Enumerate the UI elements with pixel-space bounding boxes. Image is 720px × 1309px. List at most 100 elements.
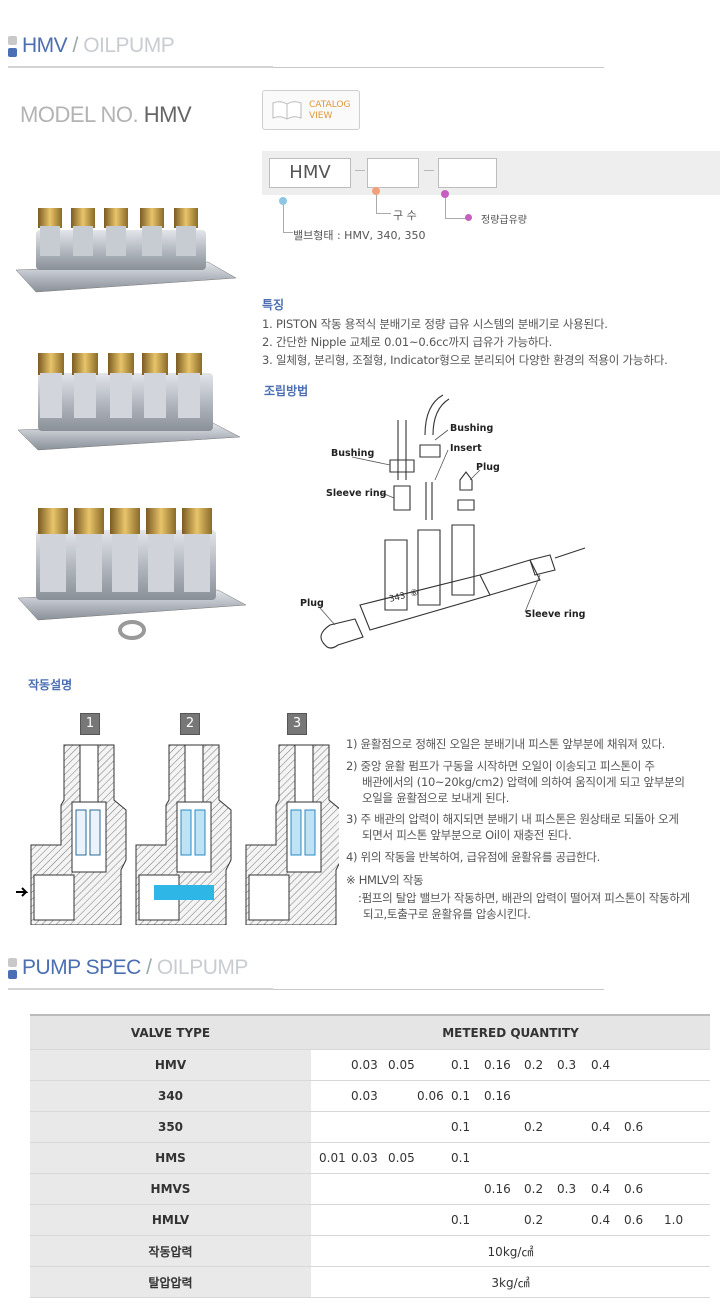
row-type: 탈압압력 (30, 1266, 311, 1298)
operation-line: 배관에서의 (10~20kg/cm2) 압력에 의하여 움직이게 되고 앞부분의 (362, 775, 685, 789)
row-values: 0.03 0.06 0.1 0.16 (311, 1080, 710, 1112)
operation-line: 되면서 피스톤 앞부분으로 Oil이 재충전 된다. (362, 828, 572, 842)
model-number-label: MODEL NO. HMV (20, 102, 192, 127)
code-label-quantity: 정량급유량 (481, 215, 527, 226)
cell-value: 0.3 (557, 1182, 577, 1196)
step-number-2: 2 (180, 713, 200, 735)
cell-value: 0.03 (351, 1151, 378, 1165)
section-header-pump-spec: PUMP SPEC / OILPUMP (8, 954, 608, 994)
feature-item: 1. PISTON 작동 용적식 분배기로 정량 급유 시스템의 분배기로 사용… (262, 317, 608, 331)
operation-line: 1) 윤활점으로 정해진 오일은 분배기내 피스톤 앞부분에 채워져 있다. (346, 737, 665, 751)
cell-value: 0.16 (484, 1058, 511, 1072)
cell-value: 0.2 (524, 1182, 544, 1196)
cell-value: 0.4 (591, 1058, 611, 1072)
row-values: 0.16 0.2 0.3 0.4 0.6 (311, 1173, 710, 1205)
table-row: HMV 0.03 0.05 0.1 0.16 0.2 0.3 0.4 (30, 1049, 710, 1081)
cell-value: 0.1 (451, 1058, 471, 1072)
code-dash (355, 170, 365, 171)
table-row: HMS 0.01 0.03 0.05 0.1 (30, 1142, 710, 1174)
table-row: HMLV 0.1 0.2 0.4 0.6 1.0 (30, 1204, 710, 1236)
row-type: 350 (30, 1111, 311, 1143)
code-leader (283, 205, 293, 233)
operation-line: 2) 중앙 윤활 펌프가 구동을 시작하면 오일이 이송되고 피스톤이 주 (346, 759, 655, 773)
operation-diagram (16, 744, 339, 925)
cell-value: 0.03 (351, 1058, 378, 1072)
code-label-type: 밸브형태 : HMV, 340, 350 (293, 229, 426, 242)
cell-value: 0.6 (624, 1182, 644, 1196)
row-type: HMV (30, 1049, 311, 1081)
table-row-release: 탈압압력 3kg/㎠ (30, 1266, 710, 1298)
code-label-count: 구 수 (393, 209, 417, 222)
label-insert: Insert (450, 443, 482, 454)
cell-value: 0.4 (591, 1182, 611, 1196)
section-marker-icon (8, 36, 17, 58)
row-values: 0.1 0.2 0.4 0.6 (311, 1111, 710, 1143)
table-row: 340 0.03 0.06 0.1 0.16 (30, 1080, 710, 1112)
code-leader (445, 198, 466, 219)
cell-value: 0.1 (451, 1213, 471, 1227)
row-type: HMLV (30, 1204, 311, 1236)
table-row: HMVS 0.16 0.2 0.3 0.4 0.6 (30, 1173, 710, 1205)
col-header-metered-quantity: METERED QUANTITY (311, 1014, 710, 1050)
section-marker-icon (8, 958, 17, 980)
code-dot-pink (465, 214, 472, 221)
cell-value: 0.3 (557, 1058, 577, 1072)
code-leader (376, 195, 391, 214)
cell-value: 0.16 (484, 1182, 511, 1196)
cell-value: 0.2 (524, 1058, 544, 1072)
operation-line: 되고,토출구로 윤활유를 압송시킨다. (363, 907, 531, 921)
code-dot-pink (441, 190, 449, 198)
table-row-pressure: 작동압력 10kg/㎠ (30, 1235, 710, 1267)
cell-value: 0.6 (624, 1213, 644, 1227)
operation-line: ※ HMLV의 작동 (346, 873, 424, 887)
table-row: 350 0.1 0.2 0.4 0.6 (30, 1111, 710, 1143)
operation-line: 3) 주 배관의 압력이 해지되면 분배기 내 피스톤은 원상태로 되돌아 오게 (346, 812, 679, 826)
code-dot-blue (279, 197, 287, 205)
step-number-3: 3 (287, 713, 307, 735)
label-plug: Plug (300, 598, 324, 609)
col-header-valve-type: VALVE TYPE (30, 1014, 311, 1050)
cell-value: 0.4 (591, 1120, 611, 1134)
cell-value: 0.4 (591, 1213, 611, 1227)
cell-value: 0.1 (451, 1120, 471, 1134)
cell-value: 0.1 (451, 1089, 471, 1103)
assembly-diagram: 343 ⑥ (319, 394, 586, 649)
label-bushing: Bushing (450, 423, 494, 434)
row-type: HMVS (30, 1173, 311, 1205)
row-values: 0.03 0.05 0.1 0.16 0.2 0.3 0.4 (311, 1049, 710, 1081)
cell-value: 0.01 (319, 1151, 346, 1165)
cell-value: 0.6 (624, 1120, 644, 1134)
code-dash (424, 170, 434, 171)
section-header-hmv: HMV / OILPUMP (8, 32, 608, 72)
feature-item: 3. 일체형, 분리형, 조절형, Indicator형으로 분리되어 다양한 … (262, 353, 668, 367)
label-sleeve-ring: Sleeve ring (525, 609, 586, 620)
code-box-type: HMV (269, 158, 351, 188)
spec-table: VALVE TYPE METERED QUANTITY HMV 0.03 0.0… (30, 1014, 710, 1298)
assembly-title: 조립방법 (264, 384, 309, 398)
features-title: 특징 (262, 298, 285, 312)
row-values: 0.01 0.03 0.05 0.1 (311, 1142, 710, 1174)
feature-item: 2. 간단한 Nipple 교체로 0.01~0.6cc까지 급유가 가능하다. (262, 335, 553, 349)
stamp-text: 343 ⑥ (388, 588, 419, 605)
label-sleeve-ring: Sleeve ring (326, 488, 387, 499)
operation-line: :펌프의 탈압 밸브가 작동하면, 배관의 압력이 떨어져 피스톤이 작동하게 (358, 891, 690, 905)
label-plug: Plug (476, 462, 500, 473)
code-dot-orange (372, 187, 380, 195)
cell-value: 0.05 (388, 1058, 415, 1072)
catalog-book-icon (272, 101, 302, 120)
model-code-bar: HMV (262, 151, 720, 195)
operation-line: 4) 위의 작동을 반복하여, 급유점에 윤활유를 공급한다. (346, 850, 600, 864)
operation-title: 작동설명 (28, 678, 73, 692)
code-box-count (367, 158, 419, 188)
section-divider (8, 66, 604, 68)
cell-value: 0.1 (451, 1151, 471, 1165)
section-title: PUMP SPEC / OILPUMP (22, 956, 248, 979)
operation-line: 오일을 윤활점으로 보내게 된다. (362, 791, 510, 805)
section-title: HMV / OILPUMP (22, 34, 175, 57)
cell-value: 3kg/㎠ (311, 1266, 710, 1298)
step-number-1: 1 (80, 713, 100, 735)
model-name: HMV (143, 102, 192, 127)
label-bushing: Bushing (331, 448, 375, 459)
row-type: 작동압력 (30, 1235, 311, 1267)
